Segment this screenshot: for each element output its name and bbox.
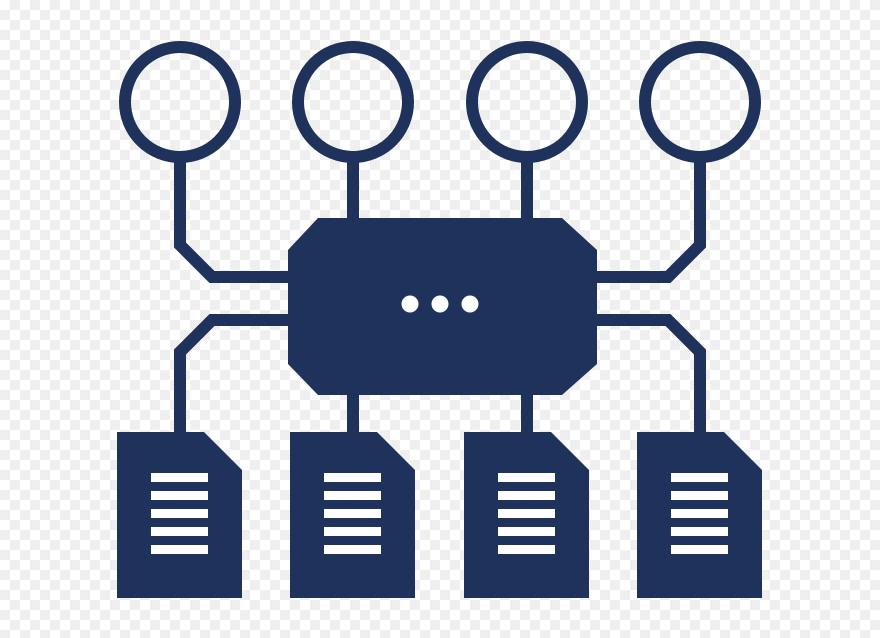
document-text-line	[151, 527, 208, 536]
document-text-line	[671, 545, 728, 554]
connector-line-1	[174, 160, 295, 283]
document-text-line	[498, 545, 555, 554]
node-4-icon	[639, 41, 761, 163]
document-text-line	[151, 491, 208, 500]
document-text-line	[671, 527, 728, 536]
document-text-line	[324, 545, 381, 554]
connector-lines	[174, 160, 706, 437]
central-hub	[288, 218, 597, 395]
document-text-line	[498, 527, 555, 536]
document-text-line	[498, 473, 555, 482]
node-3-icon	[466, 41, 588, 163]
connector-line-5	[174, 314, 295, 437]
connector-line-2	[585, 160, 706, 283]
node-1-icon	[119, 41, 241, 163]
hub-dot-3	[461, 295, 479, 313]
document-text-line	[324, 509, 381, 518]
node-2-icon	[292, 41, 414, 163]
document-text-line	[671, 491, 728, 500]
document-text-line	[498, 491, 555, 500]
document-text-line	[671, 473, 728, 482]
document-1-icon	[117, 432, 242, 598]
document-text-line	[151, 509, 208, 518]
hub-dot-1	[401, 295, 419, 313]
hub-dot-2	[431, 295, 449, 313]
document-text-line	[324, 491, 381, 500]
document-4-icon	[637, 432, 762, 598]
top-nodes	[119, 41, 761, 163]
document-text-line	[671, 509, 728, 518]
documents	[117, 432, 762, 598]
document-text-line	[151, 545, 208, 554]
document-text-line	[151, 473, 208, 482]
document-3-icon	[464, 432, 589, 598]
document-text-line	[498, 509, 555, 518]
document-text-line	[324, 473, 381, 482]
document-2-icon	[290, 432, 415, 598]
document-text-line	[324, 527, 381, 536]
connector-line-6	[585, 314, 706, 437]
